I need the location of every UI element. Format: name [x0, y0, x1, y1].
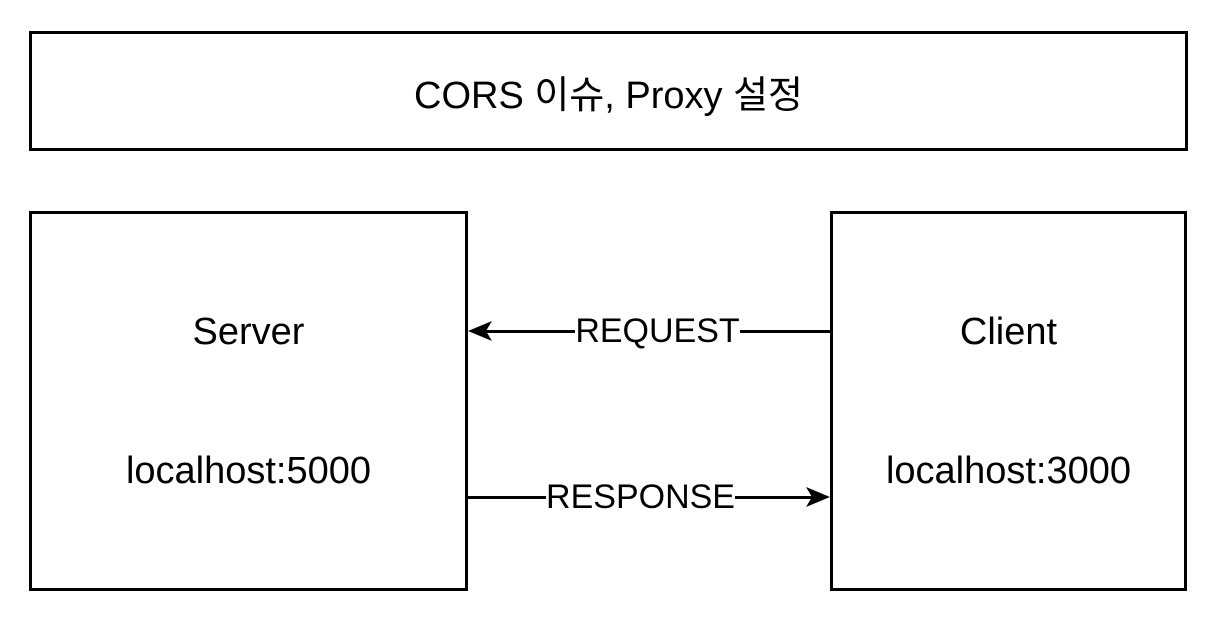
response-line-right	[734, 495, 814, 499]
node-server: Server localhost:5000	[29, 211, 468, 591]
title-box: CORS 이슈, Proxy 설정	[29, 31, 1188, 151]
server-address: localhost:5000	[125, 449, 372, 492]
arrowhead-right-icon	[806, 487, 831, 507]
request-line-left	[485, 329, 576, 333]
arrowhead-left-icon	[468, 321, 492, 341]
diagram-title: CORS 이슈, Proxy 설정	[414, 74, 803, 117]
request-label: REQUEST	[575, 312, 740, 350]
client-address: localhost:3000	[885, 449, 1132, 492]
node-client: Client localhost:3000	[830, 211, 1187, 591]
response-line-left	[468, 495, 547, 499]
response-arrow: RESPONSE	[468, 477, 831, 517]
server-label: Server	[192, 310, 305, 353]
request-line-right	[739, 329, 831, 333]
response-label: RESPONSE	[546, 478, 735, 516]
client-label: Client	[959, 310, 1058, 353]
request-arrow: REQUEST	[468, 311, 831, 351]
